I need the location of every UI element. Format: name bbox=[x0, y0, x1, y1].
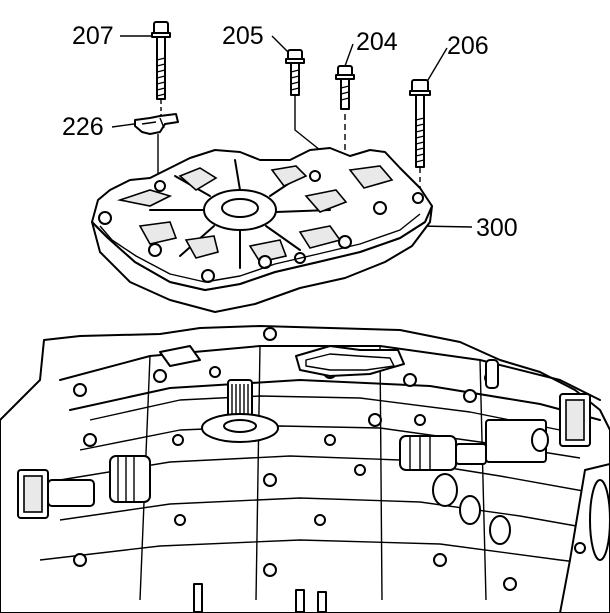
right-solenoid bbox=[399, 393, 591, 471]
callout-206-label: 206 bbox=[447, 32, 489, 60]
right-casting bbox=[432, 428, 610, 613]
valve-body-assembly bbox=[0, 325, 610, 613]
bolt-204 bbox=[335, 65, 355, 170]
callout-205-label: 205 bbox=[222, 22, 264, 50]
callout-226-label: 226 bbox=[62, 113, 104, 141]
left-solenoid bbox=[17, 455, 151, 519]
bolt-206 bbox=[409, 79, 431, 195]
valve-body-cover-300 bbox=[91, 147, 433, 313]
bolt-207 bbox=[151, 21, 171, 116]
callout-204-label: 204 bbox=[356, 28, 398, 56]
callout-207-label: 207 bbox=[72, 22, 114, 50]
clip-226 bbox=[134, 113, 179, 178]
callout-300-label: 300 bbox=[476, 214, 518, 242]
